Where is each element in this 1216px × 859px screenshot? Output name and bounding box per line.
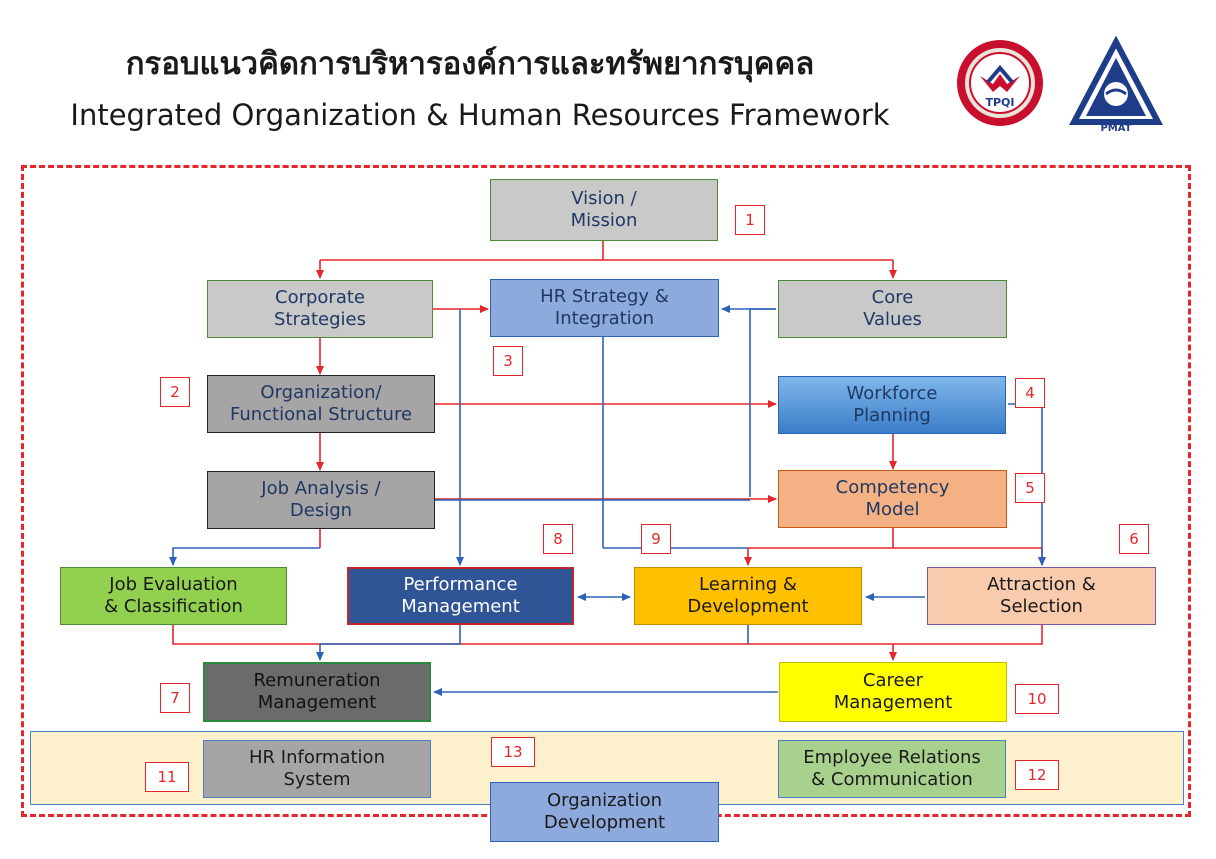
step-number-12: 12 [1015,760,1059,790]
node-learning-development: Learning & Development [634,567,862,625]
page-title-english: Integrated Organization & Human Resource… [70,98,890,132]
pmat-logo-text: PMAT [1100,123,1131,132]
node-career-management: Career Management [779,662,1007,722]
step-number-8: 8 [543,524,573,554]
tpqi-logo: TPQI [957,40,1043,126]
step-number-9: 9 [641,524,671,554]
pmat-logo: PMAT [1069,36,1163,132]
step-number-13: 13 [491,737,535,767]
step-number-3: 3 [493,346,523,376]
step-number-10: 10 [1015,684,1059,714]
node-employee-relations: Employee Relations & Communication [778,740,1006,798]
tpqi-logo-text: TPQI [985,96,1014,109]
node-attraction-selection: Attraction & Selection [927,567,1156,625]
node-hr-strategy: HR Strategy & Integration [490,279,719,337]
node-remuneration-management: Remuneration Management [203,662,431,722]
node-job-evaluation: Job Evaluation & Classification [60,567,287,625]
step-number-6: 6 [1119,524,1149,554]
node-organization-development: Organization Development [490,782,719,842]
node-core-values: Core Values [778,280,1007,338]
page-title-thai: กรอบแนวคิดการบริหารองค์การและทรัพยากรบุค… [125,46,815,82]
step-number-7: 7 [160,683,190,713]
node-competency-model: Competency Model [778,470,1007,528]
node-corporate-strategies: Corporate Strategies [207,280,433,338]
step-number-5: 5 [1015,473,1045,503]
node-organization-structure: Organization/ Functional Structure [207,375,435,433]
step-number-2: 2 [160,377,190,407]
step-number-1: 1 [735,205,765,235]
step-number-4: 4 [1015,378,1045,408]
node-vision-mission: Vision / Mission [490,179,718,241]
node-performance-management: Performance Management [347,567,574,625]
node-job-analysis: Job Analysis / Design [207,471,435,529]
node-workforce-planning: Workforce Planning [778,376,1006,434]
node-hr-information-system: HR Information System [203,740,431,798]
step-number-11: 11 [145,762,189,792]
